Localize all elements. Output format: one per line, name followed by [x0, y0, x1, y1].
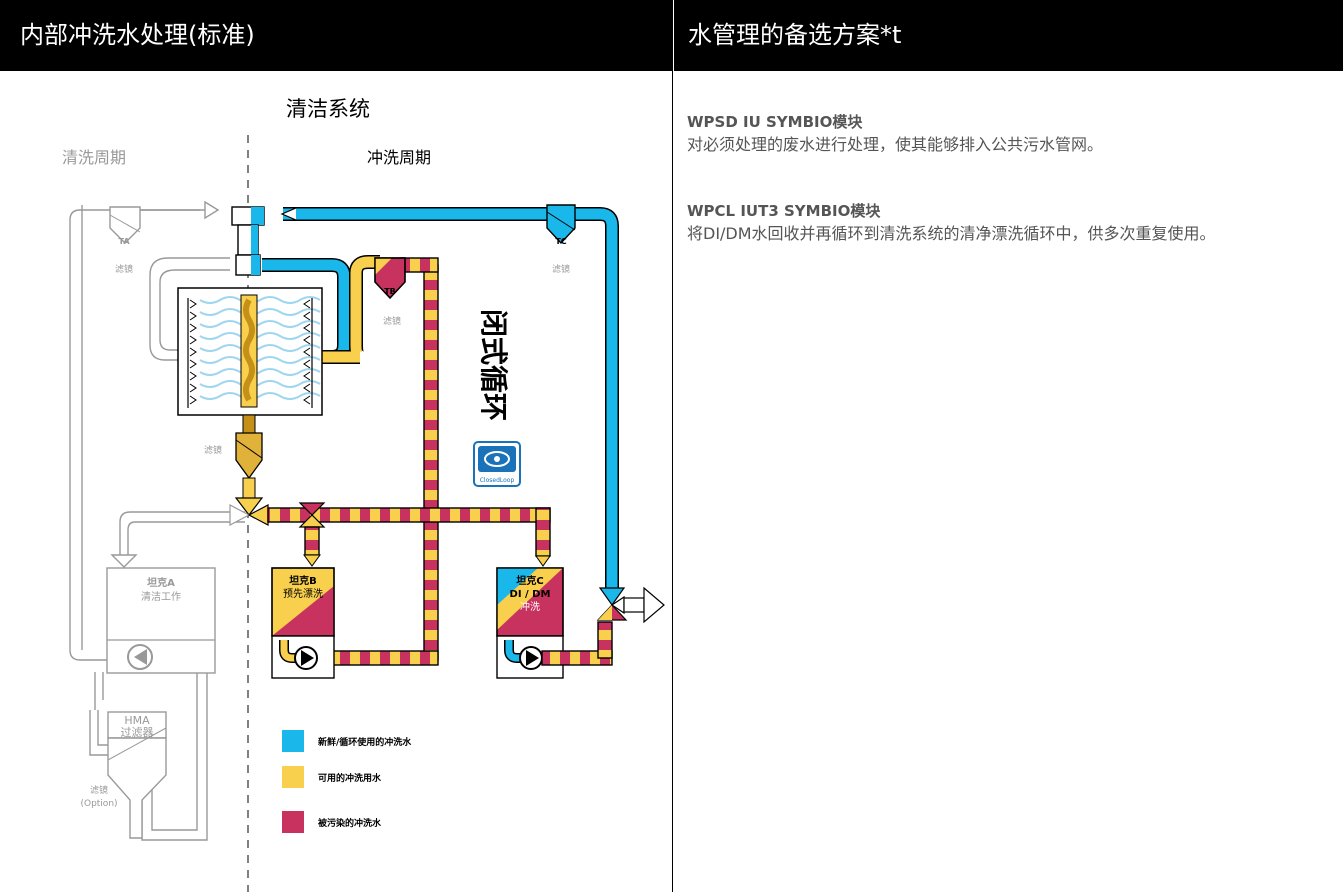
- option-label: (Option): [80, 799, 117, 809]
- filter-tc-caption: 滤镜: [552, 263, 570, 275]
- washer-chamber: [177, 287, 323, 416]
- left-header: 内部冲洗水处理(标准): [0, 0, 672, 71]
- hma-filter: HMA 过滤器 滤镜 (Option): [80, 711, 167, 839]
- legend-swatch-contaminated: [282, 811, 304, 833]
- legend-swatch-fresh: [282, 730, 304, 752]
- filter-tb-label: TB: [384, 287, 396, 296]
- pump-b-icon: [301, 650, 314, 666]
- pump-c-icon: [526, 650, 539, 666]
- tank-a-label-2: 清洁工作: [141, 590, 181, 603]
- tank-a-label-1: 坦克A: [147, 576, 175, 589]
- column-divider: [672, 0, 673, 892]
- valve-b: [298, 502, 326, 567]
- contaminated-return-line: [287, 257, 439, 666]
- legend-label-contaminated: 被污染的冲洗水: [318, 817, 382, 829]
- option-filter-label: 滤镜: [90, 784, 108, 796]
- pump-a-icon: [134, 649, 147, 665]
- rinse-cycle-label: 冲洗周期: [367, 148, 432, 167]
- filter-tc-label: TC: [555, 237, 566, 246]
- drain-line: 滤镜: [204, 414, 263, 499]
- chamber-filter-caption: 滤镜: [204, 444, 222, 456]
- tank-c-label-1: 坦克C: [516, 574, 543, 587]
- legend-label-usable: 可用的冲洗用水: [318, 772, 382, 784]
- filter-ta-label: TA: [118, 237, 130, 246]
- system-title: 清洁系统: [286, 97, 370, 121]
- hma-label-1: HMA: [124, 714, 150, 727]
- cleaning-cycle-label: 清洗周期: [62, 148, 127, 167]
- top-valve-block: [231, 206, 265, 276]
- item1-title: WPSD IU SYMBIO模块: [687, 113, 863, 131]
- tank-c-label-2: DI / DM: [510, 589, 551, 600]
- valve-c: [596, 586, 665, 624]
- tank-c-label-3: 冲洗: [520, 600, 540, 613]
- legend-label-fresh: 新鲜/循环使用的冲洗水: [318, 736, 412, 748]
- filter-tb-caption: 滤镜: [383, 315, 401, 327]
- tank-a: 坦克A 清洁工作: [106, 567, 216, 674]
- tank-b-label-2: 预先漂洗: [283, 588, 323, 600]
- right-header-title: 水管理的备选方案*t: [688, 21, 902, 49]
- filter-tc: TC 滤镜: [546, 204, 576, 275]
- filter-ta: TA 滤镜: [109, 206, 141, 275]
- item2-title: WPCL IUT3 SYMBIO模块: [687, 202, 881, 220]
- closed-loop-icon-text: ClosedLoop: [480, 477, 515, 484]
- legend: 新鲜/循环使用的冲洗水 可用的冲洗用水 被污染的冲洗水: [282, 730, 412, 833]
- tank-c: 坦克C DI / DM 冲洗: [496, 567, 613, 679]
- filter-tb: TB 滤镜: [374, 257, 406, 327]
- closed-loop-icon: ClosedLoop: [473, 441, 521, 487]
- item1-text: 对必须处理的废水进行处理，使其能够排入公共污水管网。: [687, 135, 1104, 154]
- valve-left: [229, 497, 269, 526]
- closed-loop-label: 闭式循环: [477, 309, 510, 421]
- hma-label-2: 过滤器: [121, 726, 154, 739]
- tank-b: 坦克B 预先漂洗: [271, 567, 335, 679]
- item2-text: 将DI/DM水回收并再循环到清洗系统的清净漂洗循环中，供多次重复使用。: [687, 224, 1216, 243]
- right-header: 水管理的备选方案*t: [674, 0, 1343, 71]
- legend-swatch-usable: [282, 766, 304, 788]
- tank-b-label-1: 坦克B: [289, 574, 317, 587]
- outlet-arrow-icon: [643, 586, 665, 624]
- filter-ta-caption: 滤镜: [115, 263, 133, 275]
- cleaning-system-diagram: 坦克A 清洁工作 HMA 过滤器 滤镜 (Option) TA 滤镜: [69, 135, 665, 892]
- left-header-title: 内部冲洗水处理(标准): [20, 21, 255, 49]
